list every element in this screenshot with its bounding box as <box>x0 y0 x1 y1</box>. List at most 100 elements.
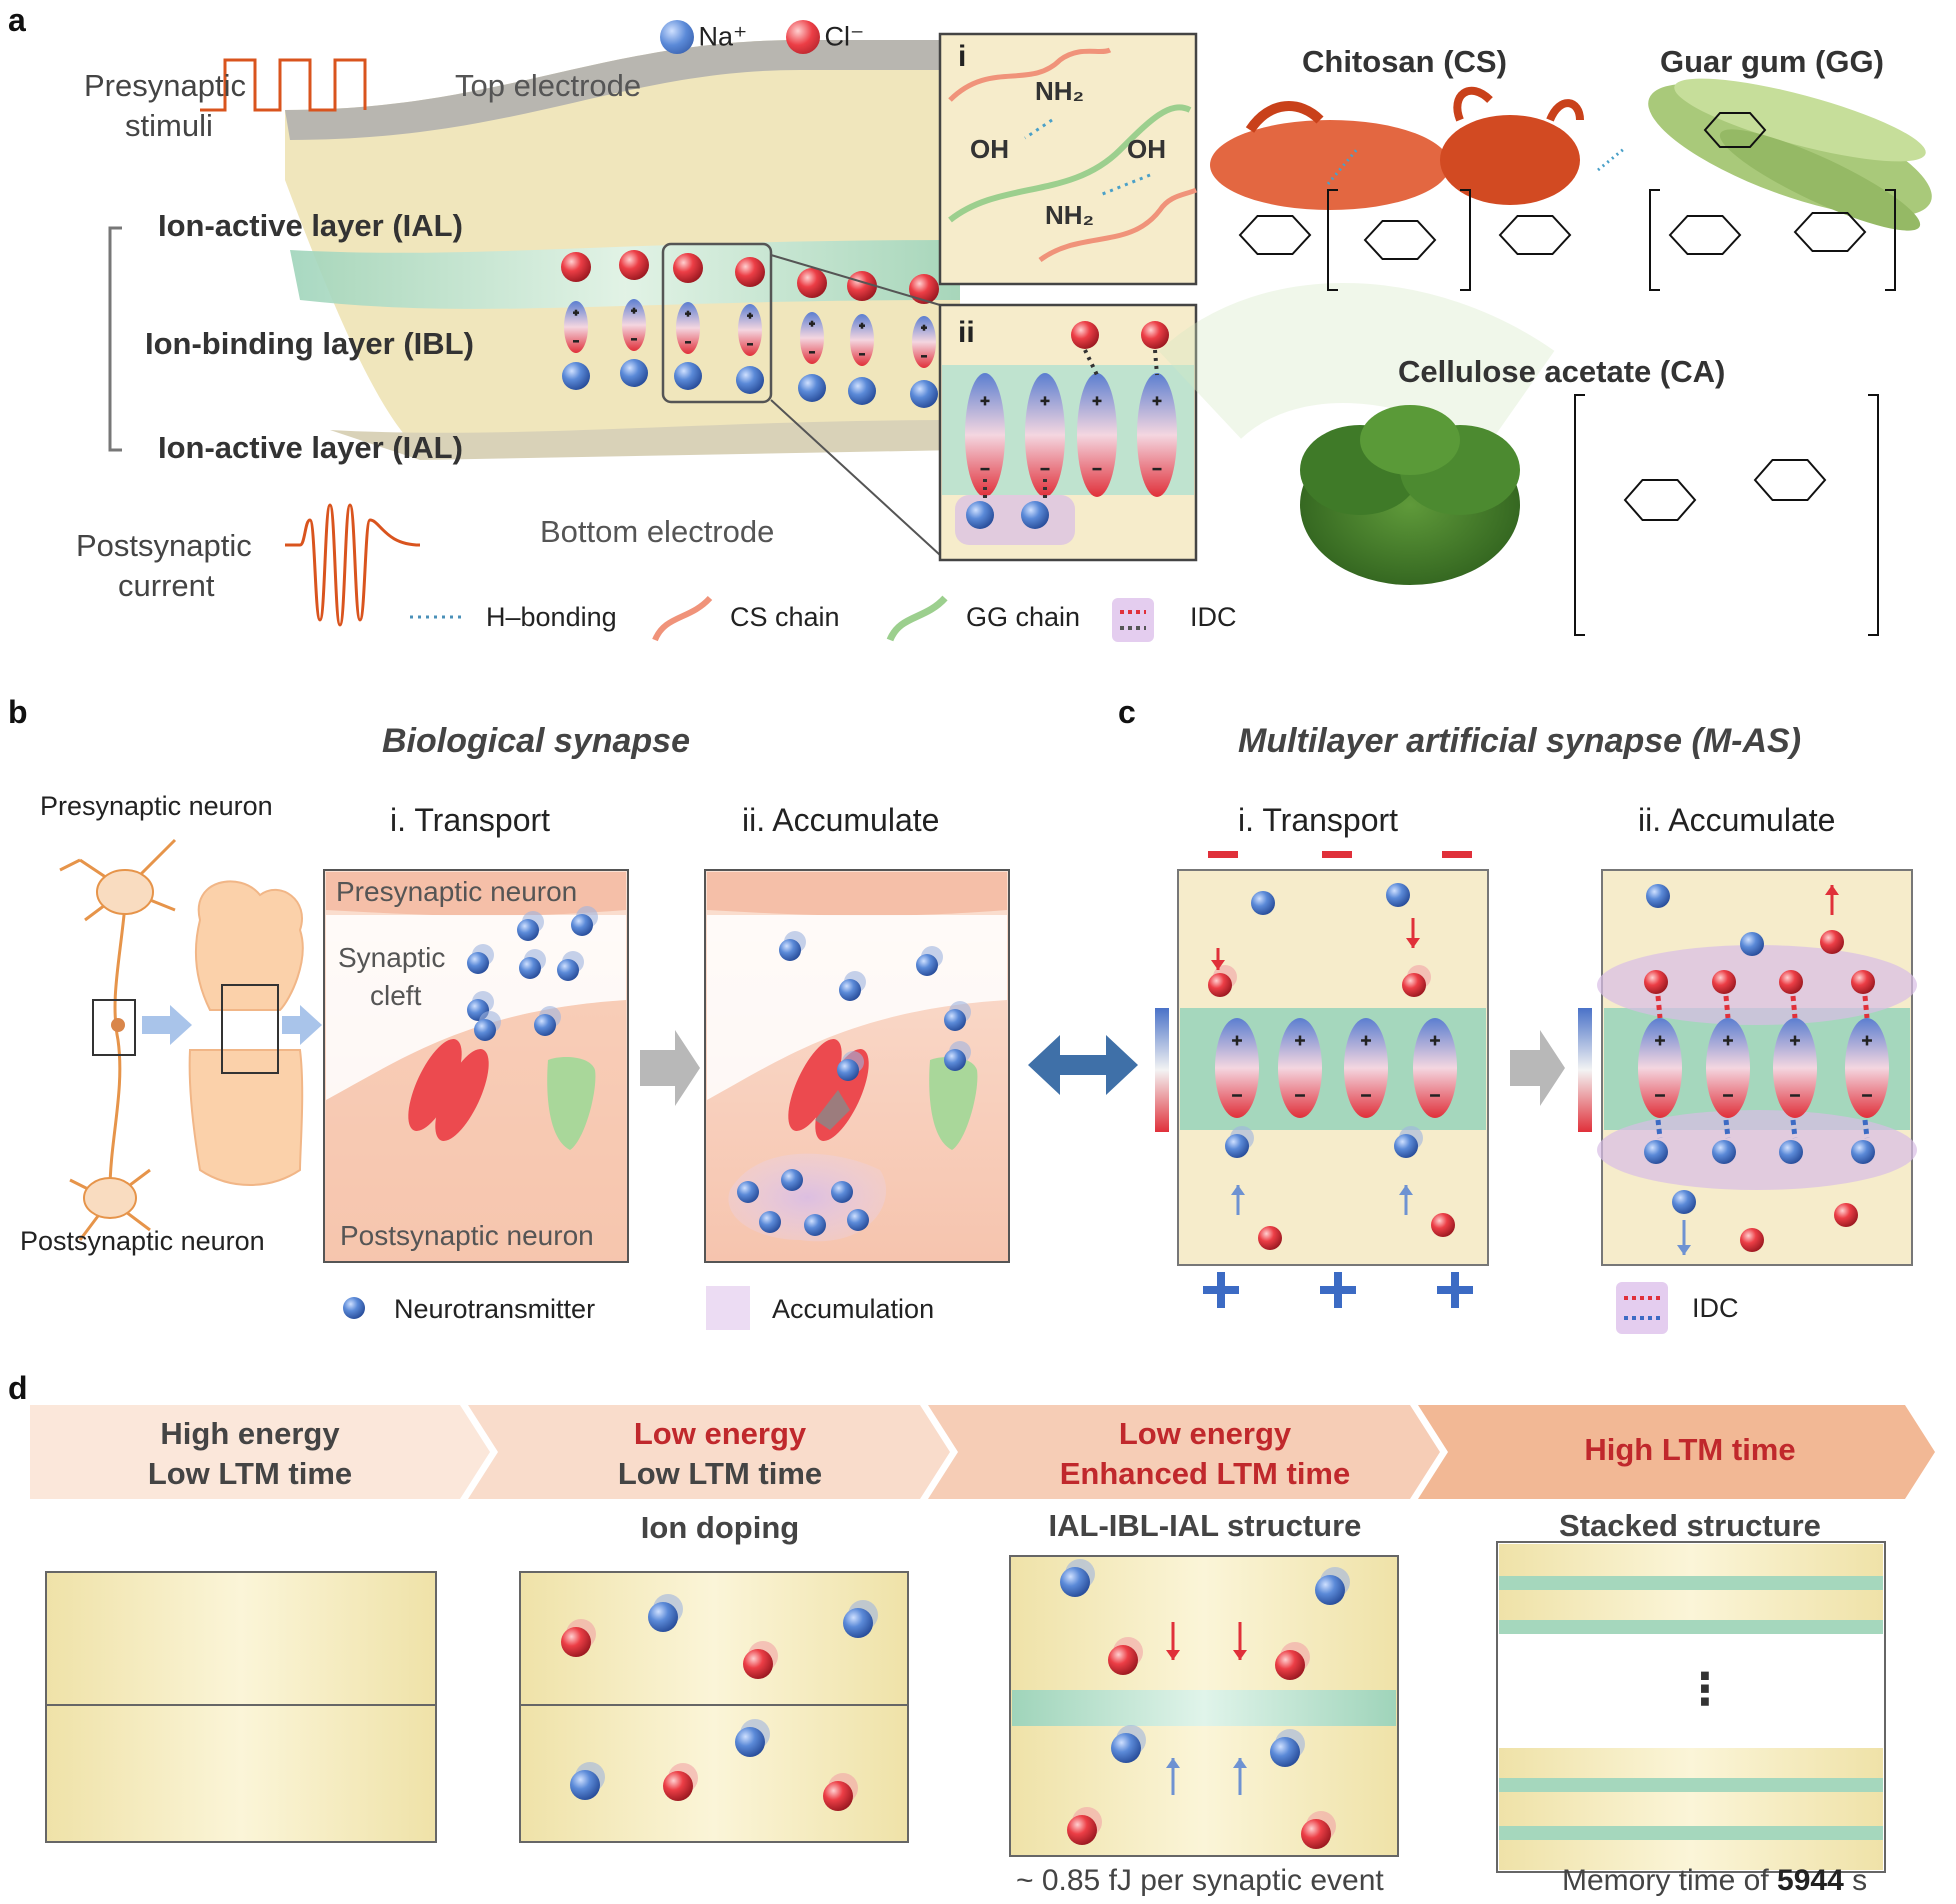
memory-prefix: Memory time of <box>1562 1864 1778 1897</box>
dipole <box>1025 373 1065 497</box>
stage3-box <box>1009 1555 1399 1857</box>
arrow-head <box>1233 1758 1247 1768</box>
postsynaptic-label-1: Postsynaptic <box>76 528 252 563</box>
cl-ion <box>735 257 765 287</box>
na-ion <box>737 1181 759 1203</box>
cl-ion <box>1402 973 1426 997</box>
cl-ion <box>561 1627 591 1657</box>
na-ion <box>779 939 801 961</box>
stage1-line2: Low LTM time <box>147 1456 353 1492</box>
cl-ion <box>1071 321 1099 349</box>
dipole <box>1077 373 1117 497</box>
cl-ion <box>1644 970 1668 994</box>
na-ion <box>916 954 938 976</box>
na-ion <box>1851 1140 1875 1164</box>
memory-unit: s <box>1843 1864 1868 1897</box>
na-ion <box>831 1181 853 1203</box>
na-ion <box>1251 891 1275 915</box>
sugar-ring <box>1363 220 1437 260</box>
cl-ion <box>1740 1228 1764 1252</box>
cl-ion <box>1712 970 1736 994</box>
na-ion <box>570 1770 600 1800</box>
energy-note: ~ 0.85 fJ per synaptic event <box>1016 1864 1384 1897</box>
guar-gum-image <box>1648 78 1932 231</box>
msa-accumulate-ions <box>1638 884 1889 1255</box>
progress-band <box>30 1405 1935 1499</box>
na-ion <box>1644 1140 1668 1164</box>
chitosan-image <box>1210 86 1584 210</box>
dipole <box>622 299 646 351</box>
na-ion <box>798 374 826 402</box>
stage2-ions <box>561 1594 878 1811</box>
stage4-title: High LTM time <box>1460 1434 1920 1465</box>
panel-label-b: b <box>8 694 28 730</box>
legend-gg-chain-icon <box>886 595 948 642</box>
cl-ion <box>1779 970 1803 994</box>
presynaptic-waveform <box>200 58 367 112</box>
stage4-box <box>1496 1541 1886 1873</box>
idc-bond <box>1790 995 1798 1019</box>
postsynaptic-label-2: current <box>118 568 215 603</box>
msa-transport-ions <box>1208 883 1457 1250</box>
transport-box <box>323 869 629 1263</box>
stage2-title: Low energy Low LTM time <box>505 1414 935 1495</box>
arrow-head <box>1825 885 1839 895</box>
idc-bond <box>1723 1119 1731 1139</box>
equivalence-arrow <box>1028 1035 1138 1095</box>
arrow-head <box>1233 1650 1247 1660</box>
idc-bond <box>1655 1119 1663 1139</box>
dipole <box>1845 1018 1889 1118</box>
memory-value: 5944 <box>1777 1864 1844 1897</box>
na-ion <box>519 957 541 979</box>
na-ion <box>837 1059 859 1081</box>
na-ion <box>1740 932 1764 956</box>
cl-ion <box>619 250 649 280</box>
stage3-line2: Enhanced LTM time <box>1059 1456 1351 1492</box>
panel-label-c: c <box>1118 694 1136 730</box>
postsynaptic-waveform <box>285 503 421 627</box>
sugar-ring <box>1238 215 1312 255</box>
inset-i-group-1: NH₂ <box>1035 76 1085 106</box>
cl-ion <box>1108 1645 1138 1675</box>
legend-cs-chain-label: CS chain <box>730 602 840 632</box>
idc-bond <box>1655 995 1663 1019</box>
na-ion <box>517 919 539 941</box>
cl-ion <box>1431 1213 1455 1237</box>
cl-ion <box>1851 970 1875 994</box>
legend-accumulation-icon <box>706 1286 750 1330</box>
stack-ions <box>561 250 939 408</box>
na-ion <box>735 1727 765 1757</box>
legend-neurotransmitter-label: Neurotransmitter <box>394 1294 596 1324</box>
na-ion <box>1779 1140 1803 1164</box>
na-ion <box>848 377 876 405</box>
stage1-title: High energy Low LTM time <box>40 1414 460 1495</box>
cl-ion <box>1275 1650 1305 1680</box>
cl-ion <box>743 1649 773 1679</box>
na-ion <box>562 362 590 390</box>
process-arrow-c <box>1510 1030 1565 1106</box>
process-arrow-b <box>640 1030 700 1106</box>
legend-gg-chain-label: GG chain <box>966 602 1081 632</box>
inset-ii-label: ii <box>958 316 975 349</box>
legend-idc-icon <box>1112 598 1154 642</box>
cl-ion-legend: Cl⁻ <box>786 20 864 54</box>
na-ion <box>620 359 648 387</box>
box-postsynaptic-label: Postsynaptic neuron <box>340 1220 594 1251</box>
transport-neurotransmitters <box>467 906 598 1041</box>
na-ion <box>781 1169 803 1191</box>
zoom-box <box>661 242 773 404</box>
na-ion <box>847 1209 869 1231</box>
dipole <box>1706 1018 1750 1118</box>
guar-gum-label: Guar gum (GG) <box>1660 44 1884 79</box>
cl-ion <box>1301 1819 1331 1849</box>
legend-cs-chain-icon <box>652 595 713 642</box>
ibl-label: Ion-binding layer (IBL) <box>145 326 474 361</box>
neuron-illustration <box>59 838 322 1241</box>
c-transport-step: i. Transport <box>1238 802 1399 838</box>
dipole <box>1278 1018 1322 1118</box>
layer-bracket <box>108 226 122 452</box>
dipole <box>850 314 874 366</box>
inset-i <box>938 32 1198 286</box>
